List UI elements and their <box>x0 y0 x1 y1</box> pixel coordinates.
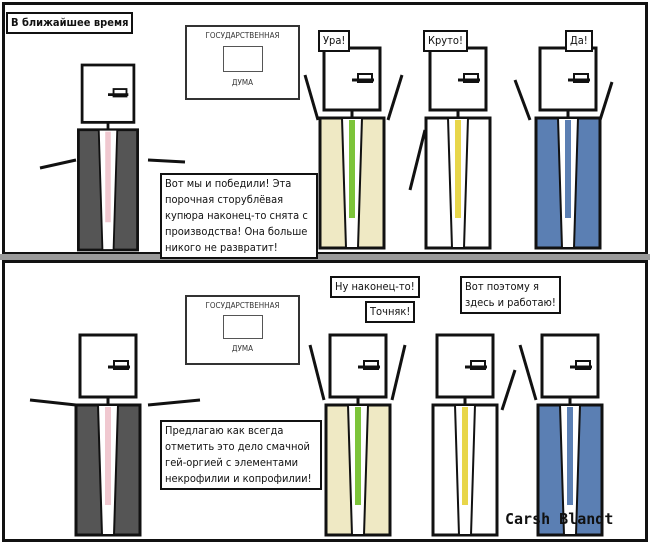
bubble-line: Вот поэтому я <box>465 280 539 293</box>
caption-1: Вот мы и победили! Эта порочная сторублё… <box>160 173 318 259</box>
duma-sign: ГОСУДАРСТВЕННАЯ ДУМА <box>185 25 300 100</box>
caption-line: Вот мы и победили! Эта <box>165 177 292 190</box>
sign-top-text: ГОСУДАРСТВЕННАЯ <box>205 31 280 40</box>
sign-top-text: ГОСУДАРСТВЕННАЯ <box>205 301 280 310</box>
sign-emblem <box>222 46 263 72</box>
figure-cream <box>320 48 384 248</box>
caption-line: купюра наконец-то снята с <box>165 209 308 222</box>
caption-2: Предлагаю как всегда отметить это дело с… <box>160 420 322 490</box>
caption-line: отметить это дело смачной <box>165 440 310 453</box>
caption-line: некрофилии и копрофилии! <box>165 472 312 485</box>
sign-bottom-text: ДУМА <box>231 78 254 87</box>
speech-bubble-ura: Ура! <box>318 30 351 52</box>
caption-line: гей-оргией с элементами <box>165 456 299 469</box>
caption-line: Предлагаю как всегда <box>165 424 284 437</box>
duma-sign-2: ГОСУДАРСТВЕННАЯ ДУМА <box>185 295 300 365</box>
sign-bottom-text: ДУМА <box>231 344 254 353</box>
speech-bubble-kruto: Круто! <box>423 30 468 52</box>
speech-bubble-rabotayu: Вот поэтому я здесь и работаю! <box>460 276 561 314</box>
figure-blue <box>536 48 600 248</box>
caption-line: производства! Она больше <box>165 225 308 238</box>
caption-line: порочная сторублёвая <box>165 193 284 206</box>
caption-line: никого не развратит! <box>165 241 278 254</box>
speech-bubble-nakonets: Ну наконец-то! <box>330 276 420 298</box>
figure-white-2 <box>433 335 497 535</box>
speaker-figure <box>39 65 186 250</box>
figure-cream-2 <box>326 335 390 535</box>
author-signature: Carsh Blandt <box>505 510 614 528</box>
comic-title: В ближайшее время <box>6 12 134 34</box>
speaker-figure-2 <box>29 335 201 535</box>
figure-blue-2 <box>538 335 602 535</box>
sign-emblem <box>222 315 263 339</box>
speech-bubble-tochnyak: Точняк! <box>365 301 416 323</box>
figure-white <box>426 48 490 248</box>
bubble-line: здесь и работаю! <box>465 296 556 309</box>
speech-bubble-da: Да! <box>565 30 593 52</box>
panel-divider <box>0 254 650 260</box>
